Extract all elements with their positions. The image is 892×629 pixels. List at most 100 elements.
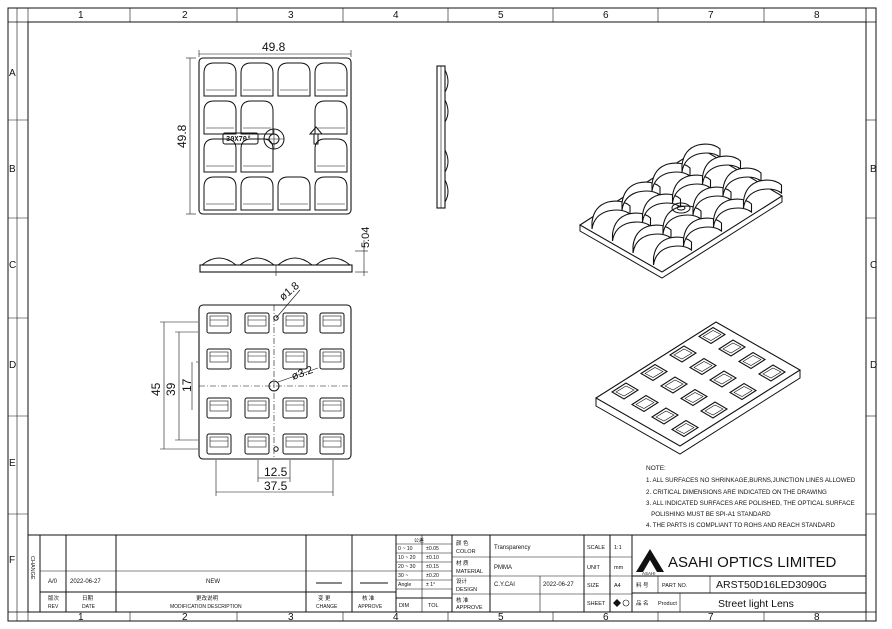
lens-marking: 30X70° <box>226 135 251 144</box>
scale-label: SCALE <box>587 545 605 551</box>
zone-row-d: D <box>9 360 16 371</box>
dim-hole-small: ø1.8 <box>277 280 302 303</box>
side-view-bottom: 5.04 <box>199 227 372 276</box>
bottom-led-pocket <box>206 433 232 455</box>
zone-col-7-b: 7 <box>708 612 714 623</box>
unit-value: mm <box>614 565 624 571</box>
company-name: ASAHI OPTICS LIMITED <box>668 554 837 571</box>
outer-frame <box>7 7 877 622</box>
design-value: C.Y.CAI <box>494 582 515 588</box>
design-date: 2022-06-27 <box>543 582 574 588</box>
tol-range: Angle <box>398 582 411 588</box>
approve2-en: APPROVE <box>456 605 483 611</box>
material-value: PMMA <box>494 565 512 571</box>
bottom-led-pocket <box>206 312 232 334</box>
design-en: DESIGN <box>456 587 477 593</box>
dim-pitch-39: 39 <box>164 382 178 396</box>
note-3b: POLISHING MUST BE SPI-A1 STANDARD <box>646 511 771 518</box>
top-lens-cell <box>314 138 348 173</box>
top-lens-cell <box>277 62 311 97</box>
zone-col-1-b: 1 <box>78 612 84 623</box>
dim-thickness: 5.04 <box>360 227 372 248</box>
isometric-top-view <box>578 143 784 279</box>
size-value: A4 <box>614 583 621 589</box>
iso-lens-dome <box>712 198 753 228</box>
bottom-led-pocket <box>282 348 308 370</box>
zone-row-d-r: D <box>870 360 877 371</box>
iso-led-pocket <box>757 364 787 382</box>
top-lens-cell <box>240 138 274 173</box>
bottom-view: 45 39 17 12.5 37.5 ø1.8 ø3.2 <box>149 280 352 496</box>
tol-range: 20 ~ 30 <box>398 564 416 570</box>
zone-col-2: 2 <box>182 10 188 21</box>
note-4: 4. THE PARTS IS COMPLIANT TO ROHS AND RE… <box>646 522 836 529</box>
bottom-led-pocket <box>319 348 345 370</box>
bottom-led-pocket <box>319 312 345 334</box>
notes-block: NOTE: 1. ALL SURFACES NO SHRINKAGE,BURNS… <box>646 465 856 529</box>
top-lens-cell <box>240 62 274 97</box>
zone-col-6: 6 <box>603 10 609 21</box>
approve2-cn: 核 准 <box>456 596 469 604</box>
change-en-label: CHANGE <box>316 604 338 610</box>
product-en: Product <box>658 601 677 607</box>
scale-value: 1:1 <box>614 545 622 551</box>
iso-led-pocket <box>679 388 709 407</box>
design-cn: 设计 <box>456 577 468 585</box>
unit-label: UNIT <box>587 565 600 571</box>
notes-title: NOTE: <box>646 465 666 472</box>
bottom-led-pocket <box>282 397 308 419</box>
product-value: Street light Lens <box>718 598 794 610</box>
zone-row-c-r: C <box>870 260 877 271</box>
logo-text: ASAHI <box>642 571 656 576</box>
zone-col-1: 1 <box>78 10 84 21</box>
top-view: 30X70° 49.8 49.8 <box>175 40 352 215</box>
iso-led-pocket <box>708 370 738 388</box>
dim-top-width: 49.8 <box>262 40 286 54</box>
marking-box <box>222 132 259 145</box>
approve-en-label: APPROVE <box>358 604 383 610</box>
note-3: 3. ALL INDICATED SURFACES ARE POLISHED, … <box>646 500 855 507</box>
top-lens-cell <box>314 100 348 135</box>
bottom-led-pocket <box>282 433 308 455</box>
tol-value: ± 1° <box>426 582 435 588</box>
bottom-led-pocket <box>244 433 270 455</box>
zone-col-8-b: 8 <box>814 612 820 623</box>
dim-pitch-45: 45 <box>149 382 163 396</box>
direction-arrow-icon <box>308 126 324 145</box>
top-lens-cell <box>203 138 237 173</box>
iso-led-pocket <box>639 363 669 382</box>
zone-row-b: B <box>9 164 16 175</box>
zone-col-3-b: 3 <box>288 612 294 623</box>
size-label: SIZE <box>587 583 600 589</box>
note-2: 2. CRITICAL DIMENSIONS ARE INDICATED ON … <box>646 489 827 496</box>
tol-label: TOL <box>428 603 439 609</box>
top-lens-cell <box>314 176 348 211</box>
tol-header: 公差 <box>414 537 424 544</box>
iso-lens-dome <box>652 236 693 266</box>
iso-led-pocket <box>717 339 747 357</box>
sheet-label: SHEET <box>587 601 606 607</box>
tol-range: 0 ~ 10 <box>398 546 413 552</box>
note-1: 1. ALL SURFACES NO SHRINKAGE,BURNS,JUNCT… <box>646 477 856 484</box>
iso-led-pocket <box>659 376 689 394</box>
dim-label: DIM <box>399 603 410 609</box>
tol-range: 10 ~ 20 <box>398 555 416 561</box>
top-lens-cell <box>314 62 348 97</box>
desc-cn-label: 更改说明 <box>196 594 219 602</box>
iso-led-pocket <box>610 382 640 400</box>
zone-row-a: A <box>9 68 16 79</box>
zone-row-f: F <box>9 555 15 566</box>
product-cn: 品 名 <box>636 599 649 607</box>
iso-led-pocket <box>630 394 660 413</box>
dim-width-bottom: 37.5 <box>264 479 288 493</box>
bottom-led-pocket <box>319 397 345 419</box>
material-cn: 材 质 <box>456 559 469 567</box>
tol-value: ±0.20 <box>426 573 439 579</box>
zone-col-2-b: 2 <box>182 612 188 623</box>
dim-pitch-17: 17 <box>180 378 194 392</box>
rev-date-value: 2022-06-27 <box>70 579 101 585</box>
top-lens-cell <box>203 100 237 135</box>
zone-col-7: 7 <box>708 10 714 21</box>
zone-col-5-b: 5 <box>498 612 504 623</box>
